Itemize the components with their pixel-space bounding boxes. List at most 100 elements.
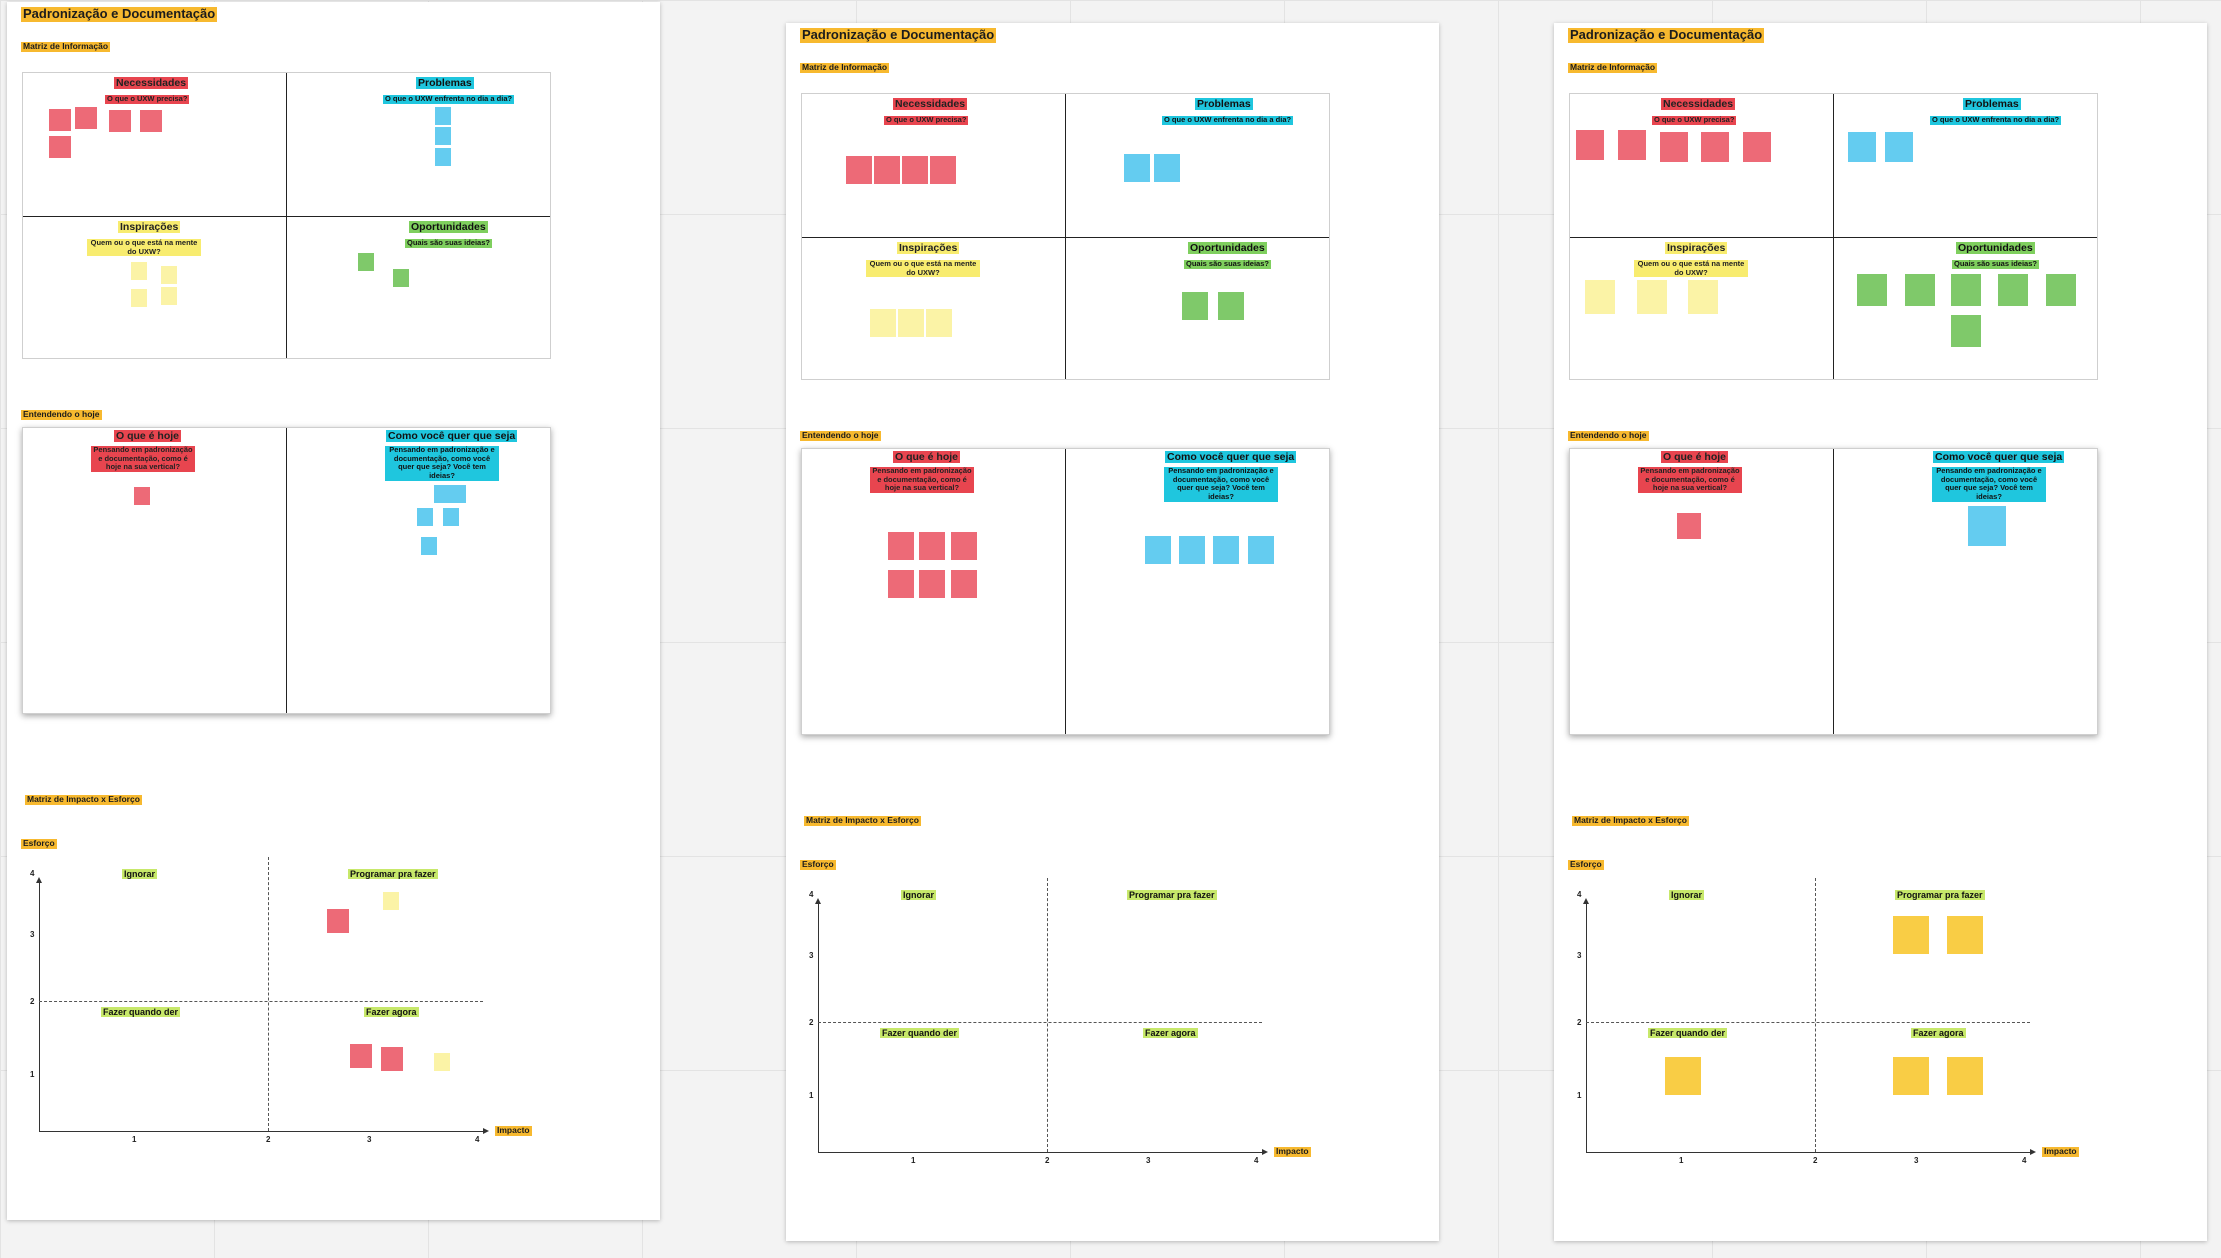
sticky-note[interactable] <box>435 127 451 145</box>
sticky-note[interactable] <box>2046 274 2076 306</box>
section-label-matriz-informacao: Matriz de Informação <box>1568 62 1658 73</box>
sticky-note[interactable] <box>161 266 177 284</box>
sticky-note[interactable] <box>888 532 914 560</box>
board-3[interactable]: Padronização e Documentação Matriz de In… <box>1554 23 2207 1241</box>
column-question-como-quer: Pensando em padronização e documentação,… <box>1164 466 1278 502</box>
matrix-divider-v <box>1833 94 1834 379</box>
x-tick: 4 <box>475 1135 480 1144</box>
section-label-impacto-esforco: Matriz de Impacto x Esforço <box>1572 815 1689 826</box>
sticky-note[interactable] <box>870 309 896 337</box>
quadrant-question-problemas: O que o UXW enfrenta no dia a dia? <box>1162 115 1294 125</box>
sticky-note[interactable] <box>1905 274 1935 306</box>
sticky-note[interactable] <box>951 532 977 560</box>
sticky-note[interactable] <box>1688 280 1718 314</box>
quadrant-question-problemas: O que o UXW enfrenta no dia a dia? <box>1930 115 2062 125</box>
sticky-note[interactable] <box>1885 132 1913 162</box>
sticky-note[interactable] <box>49 109 71 131</box>
sticky-note[interactable] <box>1947 916 1983 954</box>
sticky-note[interactable] <box>134 487 150 505</box>
sticky-note[interactable] <box>381 1047 403 1071</box>
board-title: Padronização e Documentação <box>800 27 997 43</box>
column-question-o-que-e-hoje: Pensando em padronização e documentação,… <box>870 466 974 493</box>
sticky-note[interactable] <box>898 309 924 337</box>
sticky-note[interactable] <box>350 1044 372 1068</box>
sticky-note[interactable] <box>919 532 945 560</box>
section-label-entendendo-hoje: Entendendo o hoje <box>1568 430 1649 441</box>
sticky-note[interactable] <box>1677 513 1701 539</box>
axis-label-impacto: Impacto <box>495 1125 532 1136</box>
quadrant-title-oportunidades: Oportunidades <box>1188 242 1267 255</box>
sticky-note[interactable] <box>434 485 450 503</box>
sticky-note[interactable] <box>1660 132 1688 162</box>
x-tick: 2 <box>1045 1156 1050 1165</box>
sticky-note[interactable] <box>161 287 177 305</box>
y-tick: 2 <box>809 1018 814 1027</box>
sticky-note[interactable] <box>131 262 147 280</box>
quadrant-title-necessidades: Necessidades <box>893 98 968 111</box>
sticky-note[interactable] <box>435 148 451 166</box>
sticky-note[interactable] <box>846 156 872 184</box>
sticky-note[interactable] <box>1951 315 1981 347</box>
sticky-note[interactable] <box>450 485 466 503</box>
sticky-note[interactable] <box>1893 916 1929 954</box>
sticky-note[interactable] <box>902 156 928 184</box>
sticky-note[interactable] <box>1848 132 1876 162</box>
sticky-note[interactable] <box>434 1053 450 1071</box>
sticky-note[interactable] <box>1947 1057 1983 1095</box>
sticky-note[interactable] <box>417 508 433 526</box>
sticky-note[interactable] <box>1182 292 1208 320</box>
sticky-note[interactable] <box>421 537 437 555</box>
sticky-note[interactable] <box>888 570 914 598</box>
sticky-note[interactable] <box>109 110 131 132</box>
board-1[interactable]: Padronização e Documentação Matriz de In… <box>7 2 660 1220</box>
sticky-note[interactable] <box>393 269 409 287</box>
section-label-impacto-esforco: Matriz de Impacto x Esforço <box>25 794 142 805</box>
sticky-note[interactable] <box>435 107 451 125</box>
sticky-note[interactable] <box>1585 280 1615 314</box>
sticky-note[interactable] <box>443 508 459 526</box>
sticky-note[interactable] <box>1218 292 1244 320</box>
sticky-note[interactable] <box>1665 1057 1701 1095</box>
x-tick: 3 <box>1914 1156 1919 1165</box>
sticky-note[interactable] <box>358 253 374 271</box>
sticky-note[interactable] <box>1576 130 1604 160</box>
today-matrix: O que é hoje Pensando em padronização e … <box>1569 448 2098 735</box>
sticky-note[interactable] <box>951 570 977 598</box>
sticky-note[interactable] <box>131 289 147 307</box>
sticky-note[interactable] <box>1951 274 1981 306</box>
sticky-note[interactable] <box>327 909 349 933</box>
column-question-como-quer: Pensando em padronização e documentação,… <box>385 445 499 481</box>
sticky-note[interactable] <box>140 110 162 132</box>
sticky-note[interactable] <box>1857 274 1887 306</box>
sticky-note[interactable] <box>1701 132 1729 162</box>
sticky-note[interactable] <box>1145 536 1171 564</box>
y-tick: 1 <box>30 1070 35 1079</box>
sticky-note[interactable] <box>1968 506 2006 546</box>
quadrant-programar: Programar pra fazer <box>1895 890 1985 901</box>
sticky-note[interactable] <box>1743 132 1771 162</box>
x-tick: 1 <box>132 1135 137 1144</box>
y-tick: 3 <box>1577 951 1582 960</box>
sticky-note[interactable] <box>926 309 952 337</box>
board-2[interactable]: Padronização e Documentação Matriz de In… <box>786 23 1439 1241</box>
sticky-note[interactable] <box>919 570 945 598</box>
sticky-note[interactable] <box>383 892 399 910</box>
x-tick: 1 <box>911 1156 916 1165</box>
sticky-note[interactable] <box>1998 274 2028 306</box>
sticky-note[interactable] <box>1618 130 1646 160</box>
sticky-note[interactable] <box>1124 154 1150 182</box>
sticky-note[interactable] <box>1637 280 1667 314</box>
quadrant-ignorar: Ignorar <box>901 890 937 901</box>
column-question-o-que-e-hoje: Pensando em padronização e documentação,… <box>91 445 195 472</box>
sticky-note[interactable] <box>874 156 900 184</box>
sticky-note[interactable] <box>49 136 71 158</box>
sticky-note[interactable] <box>930 156 956 184</box>
sticky-note[interactable] <box>1179 536 1205 564</box>
sticky-note[interactable] <box>1893 1057 1929 1095</box>
sticky-note[interactable] <box>1213 536 1239 564</box>
sticky-note[interactable] <box>75 107 97 129</box>
matrix-divider-h <box>802 237 1329 238</box>
sticky-note[interactable] <box>1154 154 1180 182</box>
y-tick: 3 <box>809 951 814 960</box>
sticky-note[interactable] <box>1248 536 1274 564</box>
